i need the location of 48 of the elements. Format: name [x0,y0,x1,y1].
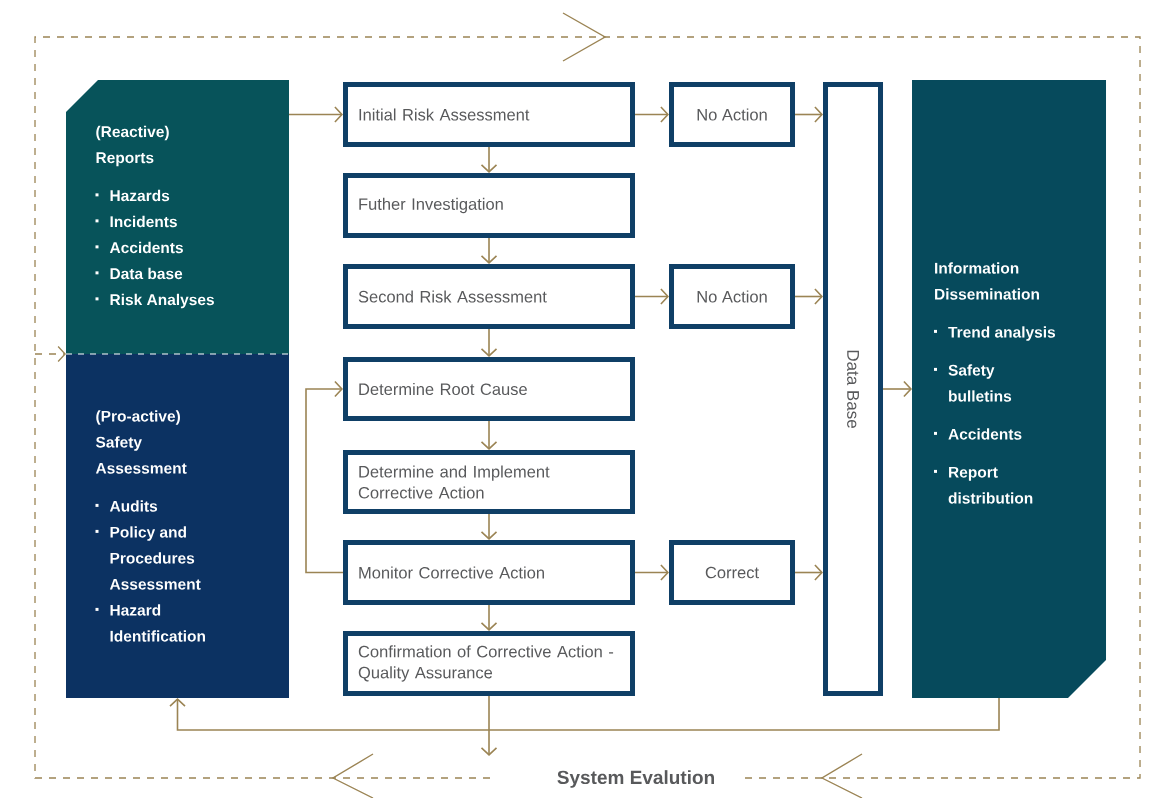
list-item: Accidents [95,241,183,254]
database-box: Data Base [823,82,883,696]
panel [66,80,289,354]
loop-label: System Evalution [553,767,719,791]
arrow [305,380,344,574]
process-box: Monitor Corrective Action [343,540,635,605]
process-box: Confirmation of Corrective Action - Quality Assurance [343,631,635,696]
list-item: Hazards [95,189,170,202]
process-box: No Action [669,82,795,147]
arrow [480,146,498,173]
list-item: Hazard Identification [95,604,205,642]
arrow [634,288,669,305]
arrow [794,288,823,305]
arrow [288,106,343,123]
arrow [480,420,498,450]
list-item: Risk Analyses [95,293,214,309]
arrow [634,564,669,581]
process-box: Second Risk Assessment [343,264,635,329]
panel-heading: (Pro-active) Safety Assessment [95,410,187,474]
process-box: Determine Root Cause [343,357,635,421]
arrow [480,695,498,756]
panel [912,80,1106,698]
arrow [480,513,498,540]
process-box: Futher Investigation [343,173,635,238]
process-box: Determine and Implement Corrective Action [343,450,635,514]
arrow [169,697,1000,731]
process-box: Initial Risk Assessment [343,82,635,147]
panel [65,353,290,698]
list-item: Accidents [934,428,1022,440]
list-item: Policy and Procedures Assessment [95,526,201,590]
arrow [882,380,912,398]
arrow [480,328,498,357]
panel-heading: Information Dissemination [935,262,1039,300]
list-item: Data base [95,267,183,280]
list-item: Report distribution [934,466,1033,504]
panel-heading: (Reactive) Reports [96,125,169,167]
list-item: Incidents [95,215,177,228]
list-item: Audits [95,500,158,512]
arrow [794,106,823,123]
arrow [480,604,498,631]
list-item: Safety bulletins [934,364,1012,402]
arrow [634,106,669,123]
list-item: Trend analysis [934,326,1056,341]
arrow [480,237,498,264]
arrow [794,564,823,581]
process-box: No Action [669,264,795,329]
arrow [34,345,66,363]
process-box: Correct [669,540,795,605]
